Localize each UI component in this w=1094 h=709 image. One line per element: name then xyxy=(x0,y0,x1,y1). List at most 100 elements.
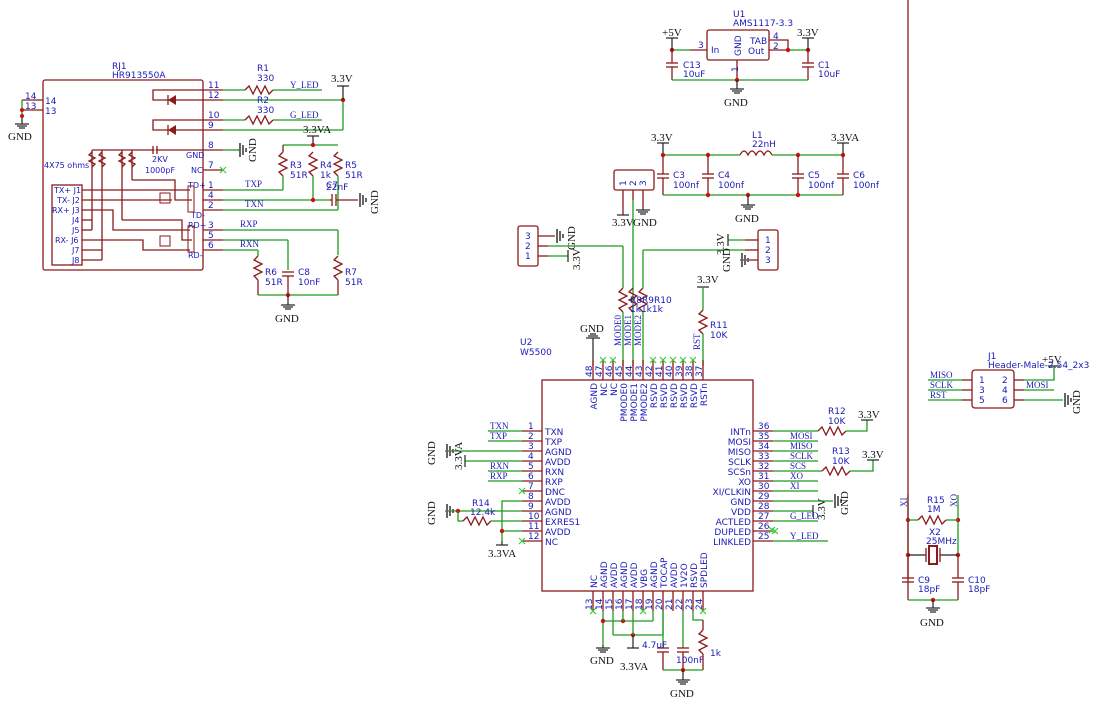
svg-text:100nf: 100nf xyxy=(853,181,880,191)
svg-text:21: 21 xyxy=(665,599,675,610)
u2-pin-label: XO xyxy=(738,478,751,488)
u2-pin-label: NC xyxy=(590,575,600,588)
u2-pin-label: MISO xyxy=(728,448,751,458)
svg-text:RD-: RD- xyxy=(188,251,203,260)
svg-text:C9: C9 xyxy=(918,576,930,586)
svg-text:R2: R2 xyxy=(257,96,269,106)
svg-text:U2: U2 xyxy=(520,338,532,348)
svg-text:R4: R4 xyxy=(320,161,332,171)
svg-text:12: 12 xyxy=(208,91,219,101)
svg-text:100nF: 100nF xyxy=(676,656,704,666)
svg-text:MISO: MISO xyxy=(790,441,813,451)
header-3pin-top[interactable]: 1 2 3 3.3V GND xyxy=(612,169,657,366)
svg-text:GND: GND xyxy=(734,35,744,56)
svg-text:4: 4 xyxy=(1002,386,1008,396)
svg-text:R14: R14 xyxy=(472,499,490,509)
svg-text:10K: 10K xyxy=(828,417,846,427)
u2-pin-label: RSTn xyxy=(700,383,710,406)
svg-text:2: 2 xyxy=(765,246,771,256)
svg-text:1: 1 xyxy=(731,66,741,72)
svg-text:GND: GND xyxy=(590,655,614,667)
svg-text:51R: 51R xyxy=(265,278,283,288)
svg-text:MODE0: MODE0 xyxy=(613,315,623,346)
svg-text:6: 6 xyxy=(1002,396,1008,406)
svg-text:TX- J2: TX- J2 xyxy=(56,196,80,205)
svg-text:C1: C1 xyxy=(818,61,830,71)
svg-text:3.3V: 3.3V xyxy=(862,449,884,461)
crystal-circuit[interactable]: XI XO R15 1M X2 25MHz C9 18pF C10 18pF G… xyxy=(899,0,990,629)
svg-text:10nF: 10nF xyxy=(298,278,320,288)
svg-text:28: 28 xyxy=(758,502,770,512)
svg-text:1k: 1k xyxy=(320,171,332,181)
svg-text:GND: GND xyxy=(670,688,694,700)
svg-text:100nf: 100nf xyxy=(808,181,835,191)
svg-text:1: 1 xyxy=(765,236,771,246)
svg-text:3: 3 xyxy=(765,256,771,266)
led-yellow-icon xyxy=(152,89,203,105)
svg-text:1: 1 xyxy=(525,252,531,262)
svg-text:4.7uF: 4.7uF xyxy=(642,641,667,651)
svg-text:3: 3 xyxy=(979,386,985,396)
svg-text:1: 1 xyxy=(528,422,534,432)
svg-text:RX+ J3: RX+ J3 xyxy=(52,206,80,215)
svg-text:3.3V: 3.3V xyxy=(571,248,583,270)
svg-text:XO: XO xyxy=(790,471,803,481)
j1-header[interactable]: J1 Header-Male-2.54_2x3 1 2 3 4 5 6 MISO… xyxy=(928,352,1089,414)
svg-text:36: 36 xyxy=(758,422,770,432)
header-3pin-right[interactable]: 1 2 3 3.3V GND xyxy=(642,229,779,288)
svg-text:Header-Male-2.54_2x3: Header-Male-2.54_2x3 xyxy=(988,361,1089,371)
svg-text:C10: C10 xyxy=(968,576,986,586)
svg-text:8: 8 xyxy=(208,141,214,151)
svg-text:TXN: TXN xyxy=(490,421,509,431)
svg-text:13: 13 xyxy=(585,599,595,610)
svg-text:10: 10 xyxy=(528,512,540,522)
svg-text:3.3VA: 3.3VA xyxy=(453,442,465,470)
u2-pin-label: RSVD xyxy=(660,383,670,408)
svg-text:MISO: MISO xyxy=(930,370,953,380)
svg-text:33: 33 xyxy=(758,452,769,462)
rj1-connector[interactable]: RJ1 HR913550A 14 13 14 13 GND 11 12 10 xyxy=(8,62,223,271)
u1-regulator[interactable]: U1 AMS1117-3.3 In GND TAB Out 3 1 4 2 +5… xyxy=(662,10,840,109)
svg-text:GND: GND xyxy=(724,97,748,109)
svg-text:GND: GND xyxy=(247,138,259,162)
svg-text:MODE1: MODE1 xyxy=(623,315,633,346)
svg-text:J5: J5 xyxy=(71,226,79,235)
svg-text:1: 1 xyxy=(619,180,629,186)
u2-pin-label: AVDD xyxy=(670,562,680,588)
svg-text:22nF: 22nF xyxy=(326,183,348,193)
u2-w5500[interactable]: U2 W5500 1TXN2TXP3AGND4AVDD5RXN6RXP7DNC8… xyxy=(520,338,779,615)
svg-text:2: 2 xyxy=(1002,376,1008,386)
u2-pin-label: RSVD xyxy=(680,383,690,408)
u2-pin-label: GND xyxy=(730,498,751,508)
u2-pin-label: EXRES1 xyxy=(545,518,580,528)
svg-text:13: 13 xyxy=(25,102,36,112)
header-3pin-left[interactable]: 3 2 1 GND 3.3V xyxy=(517,225,624,288)
u2-pin-label: AVDD xyxy=(545,528,571,538)
svg-text:5: 5 xyxy=(208,231,214,241)
svg-text:G_LED: G_LED xyxy=(790,511,819,521)
u2-pin-label: SPDLED xyxy=(700,552,710,588)
rj1-ref: RJ1 xyxy=(112,62,127,72)
u2-pin-label: PMODE2 xyxy=(640,383,650,422)
u2-pin-label: AGND xyxy=(545,508,572,518)
u2-pin-label: 1V2O xyxy=(680,563,690,588)
rj1-body xyxy=(42,79,204,271)
u2-pin-label: VBG xyxy=(640,569,650,588)
u2-pin-label: NC xyxy=(610,383,620,396)
mode-resistors: R8R9R10 1k1k1k MODE0 MODE1 MODE2 3.3V R1… xyxy=(580,274,728,366)
svg-text:R13: R13 xyxy=(832,447,850,457)
svg-text:TAB: TAB xyxy=(749,37,767,47)
svg-text:34: 34 xyxy=(758,442,770,452)
svg-text:100nf: 100nf xyxy=(718,181,745,191)
svg-text:4X75 ohms: 4X75 ohms xyxy=(44,161,89,170)
svg-text:GND: GND xyxy=(8,131,32,143)
svg-text:18pF: 18pF xyxy=(918,585,940,595)
svg-text:NC: NC xyxy=(191,166,203,175)
u2-pin-label: INTn xyxy=(730,428,751,438)
svg-text:20: 20 xyxy=(655,598,665,610)
svg-text:7: 7 xyxy=(528,482,534,492)
u2-pin-label: LINKLED xyxy=(713,538,751,548)
gnd-symbol: GND xyxy=(8,118,32,143)
svg-text:2: 2 xyxy=(773,42,779,52)
